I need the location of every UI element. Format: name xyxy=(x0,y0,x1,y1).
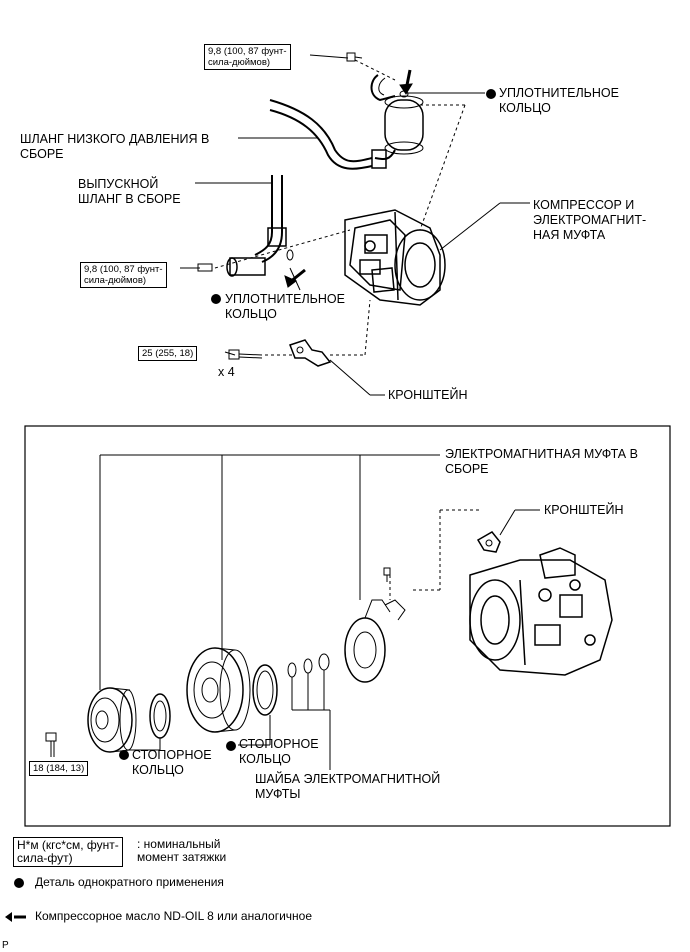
legend-dot-icon xyxy=(14,878,24,888)
torque-spec-top-lower: 9,8 (100, 87 фунт- сила-дюймов) xyxy=(80,262,167,288)
label-bracket-top: КРОНШТЕЙН xyxy=(388,388,468,402)
legend-non-reusable: Деталь однократного применения xyxy=(35,875,224,889)
label-snap-ring-1: СТОПОРНОЕ КОЛЬЦО xyxy=(132,748,212,777)
label-clutch-washer: ШАЙБА ЭЛЕКТРОМАГНИТНОЙ МУФТЫ xyxy=(255,772,441,801)
label-o-ring-bottom: УПЛОТНИТЕЛЬНОЕ КОЛЬЦО xyxy=(225,292,345,321)
torque-spec-bracket-bolt: 25 (255, 18) xyxy=(138,346,198,361)
legend-units-description: : номинальный момент затяжки xyxy=(137,837,227,864)
legend-oil: Компрессорное масло ND-OIL 8 или аналоги… xyxy=(35,909,313,923)
label-bracket-bottom: КРОНШТЕЙН xyxy=(544,503,624,517)
non-reusable-dot-icon xyxy=(119,750,129,760)
label-clutch-assembly: ЭЛЕКТРОМАГНИТНАЯ МУФТА В СБОРЕ xyxy=(445,447,638,476)
corner-mark: P xyxy=(2,940,9,951)
legend-oil-arrow-icon xyxy=(5,910,27,924)
label-x4: x 4 xyxy=(218,365,235,379)
non-reusable-dot-icon xyxy=(226,741,236,751)
label-o-ring-top: УПЛОТНИТЕЛЬНОЕ КОЛЬЦО xyxy=(499,86,619,115)
label-discharge-hose: ВЫПУСКНОЙ ШЛАНГ В СБОРЕ xyxy=(78,177,181,206)
label-low-pressure-hose: ШЛАНГ НИЗКОГО ДАВЛЕНИЯ В СБОРЕ xyxy=(20,132,210,161)
torque-spec-hub-bolt: 18 (184, 13) xyxy=(29,761,89,776)
non-reusable-dot-icon xyxy=(486,89,496,99)
torque-spec-top-upper: 9,8 (100, 87 фунт- сила-дюймов) xyxy=(204,44,291,70)
legend-units-box: Н*м (кгс*см, фунт- сила-фут) xyxy=(13,837,123,867)
non-reusable-dot-icon xyxy=(211,294,221,304)
label-compressor-clutch: КОМПРЕССОР И ЭЛЕКТРОМАГНИТ- НАЯ МУФТА xyxy=(533,198,647,242)
label-snap-ring-2: СТОПОРНОЕ КОЛЬЦО xyxy=(239,737,319,766)
